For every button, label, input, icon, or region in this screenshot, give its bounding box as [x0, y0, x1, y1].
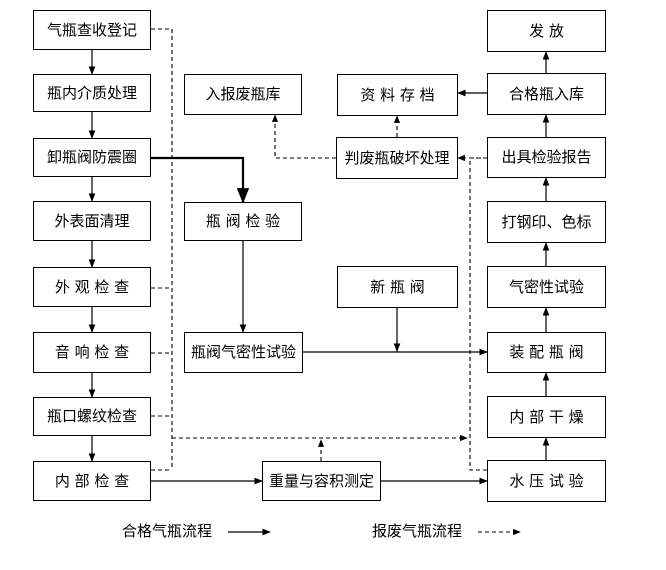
node-hydro: 水 压 试 验 — [487, 460, 606, 502]
node-dispatch: 发 放 — [487, 10, 606, 52]
node-stamp: 打钢印、色标 — [487, 201, 606, 243]
node-scrapstore: 入报废瓶库 — [184, 74, 302, 115]
node-register: 气瓶查收登记 — [33, 10, 151, 50]
node-assemble: 装 配 瓶 阀 — [487, 332, 606, 373]
node-valvecheck: 瓶 阀 检 验 — [184, 202, 302, 241]
edge-register-bus — [151, 28, 173, 470]
node-storage: 合格瓶入库 — [487, 73, 606, 115]
node-thread: 瓶口螺纹检查 — [33, 397, 151, 436]
node-unload: 卸瓶阀防震圈 — [33, 138, 151, 177]
edge-hydro-bus — [469, 157, 487, 471]
node-valveleak: 瓶阀气密性试验 — [184, 332, 303, 373]
node-leaktest: 气密性试验 — [487, 266, 606, 308]
node-weigh: 重量与容积测定 — [262, 461, 381, 501]
node-report: 出具检验报告 — [487, 137, 606, 178]
edge-judge-scrapstore — [271, 114, 336, 159]
edge-unload-valvecheck — [151, 156, 250, 204]
node-judge: 判废瓶破坏处理 — [336, 137, 458, 179]
node-archive: 资 料 存 档 — [337, 74, 458, 116]
legend-pass-label: 合格气瓶流程 — [122, 522, 213, 540]
legend-scrap-label: 报废气瓶流程 — [372, 522, 463, 540]
node-sound: 音 响 检 查 — [33, 332, 151, 373]
node-clean: 外表面清理 — [33, 201, 151, 241]
node-medium: 瓶内介质处理 — [33, 74, 151, 112]
node-dry: 内 部 干 燥 — [487, 396, 606, 438]
node-internal: 内 部 检 查 — [33, 461, 151, 501]
node-visual: 外 观 检 查 — [33, 267, 151, 307]
node-newvalve: 新 瓶 阀 — [337, 266, 458, 308]
